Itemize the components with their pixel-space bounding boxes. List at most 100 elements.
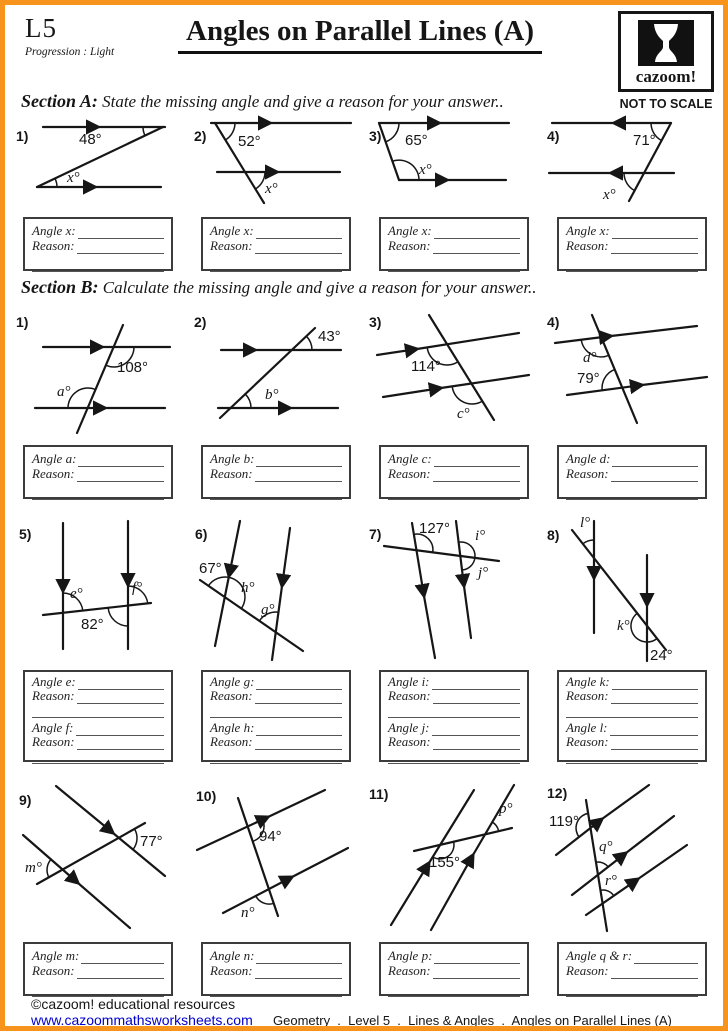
reason-label: Reason: [566,466,609,481]
problem-a4: 4) 71° x° Angle x: Reason: [547,115,723,272]
drum-icon [638,20,694,66]
logo-box: cazoom! [618,11,714,92]
reason-blank [432,703,520,704]
answer-box-b9: Angle m: Reason: [23,942,173,997]
section-b-heading: Section B: Calculate the missing angle a… [21,277,537,298]
reason-blank [432,481,520,482]
reason-label: Reason: [32,466,75,481]
diagram-b7: 7) 127° i° j° [369,519,501,660]
angle-label: q° [599,839,613,855]
angle-label: 114° [411,358,441,375]
answer-blank [256,466,342,467]
diagram-b6: 6) 67° h° g° [195,519,305,662]
answer-label: Angle q & r: [566,948,633,963]
reason-label: Reason: [32,734,75,749]
angle-label: m° [25,860,42,876]
answer-box-a3: Angle x: Reason: [379,217,529,272]
reason-label: Reason: [566,734,609,749]
reason-label: Reason: [210,238,253,253]
reason-label: Reason: [566,688,609,703]
angle-label: n° [241,905,255,921]
problem-b2: 2) 43° b° Angle b: Reason: [191,305,369,500]
diagram-b5: 5) e° f° 82° [19,519,153,651]
problem-b1: 1) 108° a° Angle a: Reason: [13,305,191,500]
answer-box-b10: Angle n: Reason: [201,942,351,997]
not-to-scale-label: NOT TO SCALE [619,97,713,111]
problem-number: 1) [16,314,28,330]
section-b-instruction: Calculate the missing angle and give a r… [98,278,537,297]
answer-box-b1: Angle a: Reason: [23,445,173,500]
section-a-instruction: State the missing angle and give a reaso… [97,92,504,111]
answer-blank [634,963,698,964]
answer-label: Angle d: [566,451,611,466]
angle-label: f° [132,580,142,596]
progression-label: Progression : Light [25,46,115,58]
answer-box-b11: Angle p: Reason: [379,942,529,997]
reason-blank [610,703,698,704]
answer-box-b8: Angle k: Reason: Angle l: Reason: [557,670,707,764]
angle-label: a° [57,384,71,400]
problem-number: 3) [369,128,381,144]
reason-blank [254,749,342,750]
extra-blank [32,707,164,718]
angle-label: i° [475,528,485,544]
problem-b5: 5) e° f° 82° Angle e: Reason: Angle f: R… [13,513,191,764]
angle-label: 65° [405,132,428,149]
answer-box-b6: Angle g: Reason: Angle h: Reason: [201,670,351,764]
reason-label: Reason: [566,238,609,253]
extra-blank [32,259,164,272]
cazoom-logo: cazoom! NOT TO SCALE [618,11,714,112]
logo-wordmark: cazoom! [635,67,697,86]
problem-number: 1) [16,128,28,144]
extra-blank [388,984,520,997]
reason-blank [254,978,342,979]
problem-a1: 1) 48° x° Angle x: Reason: [13,115,191,272]
problem-number: 2) [194,314,206,330]
answer-label: Angle n: [210,948,255,963]
problem-b6: 6) 67° h° g° Angle g: Reason: Angle h: R… [191,513,369,764]
extra-blank [210,707,342,718]
answer-blank [431,689,520,690]
angle-label: d° [583,350,597,366]
problem-number: 2) [194,128,206,144]
extra-blank [566,707,698,718]
section-a-heading: Section A: State the missing angle and g… [21,91,504,112]
section-b-label: Section B: [21,277,99,297]
answer-blank [612,466,698,467]
angle-label: 94° [259,828,282,845]
website-link[interactable]: www.cazoommathsworksheets.com [31,1012,253,1028]
section-a-row: 1) 48° x° Angle x: Reason: 2) [13,115,723,272]
reason-label: Reason: [566,963,609,978]
reason-blank [76,978,164,979]
answer-blank [611,689,698,690]
answer-blank [75,735,164,736]
answer-blank [434,963,520,964]
angle-label: x° [418,162,432,178]
problem-number: 10) [196,788,216,804]
reason-blank [610,481,698,482]
problem-b3: 3) 114° c° Angle c: Reason: [369,305,547,500]
angle-label: 155° [429,854,460,871]
diagram-a3: 3) 65° x° [369,115,511,188]
answer-blank [78,466,164,467]
reason-blank [432,749,520,750]
answer-label: Angle g: [210,674,255,689]
angle-label: e° [70,586,83,602]
angle-label: j° [476,565,488,581]
diagram-a2: 2) 52° x° [194,115,353,205]
reason-label: Reason: [210,466,253,481]
problem-number: 11) [369,786,388,802]
answer-label: Angle x: [210,223,254,238]
page-title: Angles on Parallel Lines (A) [178,15,542,54]
answer-label: Angle e: [32,674,76,689]
answer-box-a1: Angle x: Reason: [23,217,173,272]
problem-b11: 11) p° 155° Angle p: Reason: [369,783,547,997]
problem-b9: 9) 77° m° Angle m: Reason: [13,783,191,997]
answer-label: Angle x: [32,223,76,238]
reason-blank [610,749,698,750]
diagram-b4: 4) d° 79° [547,313,709,425]
diagram-a4: 4) 71° x° [547,115,676,203]
angle-label: 24° [650,647,673,664]
answer-box-a2: Angle x: Reason: [201,217,351,272]
angle-label: p° [498,801,513,817]
